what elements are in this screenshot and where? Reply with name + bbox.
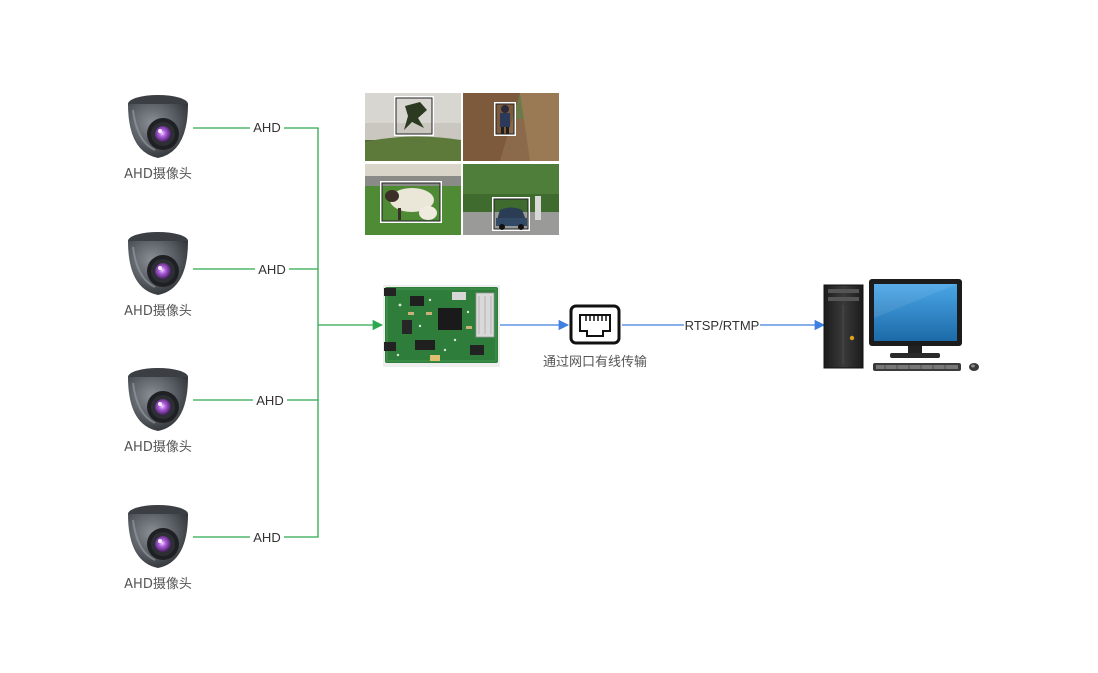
camera-label: AHD摄像头: [124, 304, 192, 319]
camera-label: AHD摄像头: [124, 167, 192, 182]
dome-camera-icon: [127, 231, 189, 296]
ethernet-port-icon: [569, 304, 621, 345]
detection-sample-image: [365, 93, 559, 235]
camera-label: AHD摄像头: [124, 577, 192, 592]
ahd-link-label: AHD: [253, 530, 280, 545]
ahd-line-1: [193, 127, 319, 325]
detection-tile-person-jump: [365, 93, 461, 161]
ahd-links: [193, 127, 384, 538]
camera-label: AHD摄像头: [124, 440, 192, 455]
ahd-link-label: AHD: [258, 262, 285, 277]
ethernet-caption: 通过网口有线传输: [543, 354, 647, 370]
stream-protocol-label: RTSP/RTMP: [685, 318, 760, 333]
camera-3: AHD AHD摄像头: [124, 367, 287, 455]
ahd-line-4: [193, 325, 319, 538]
dome-camera-icon: [127, 504, 189, 569]
ahd-link-label: AHD: [253, 120, 280, 135]
detection-tile-sheep: [365, 164, 461, 235]
dome-camera-icon: [127, 367, 189, 432]
circuit-board-icon: [383, 285, 500, 367]
desktop-computer-icon: [823, 279, 979, 371]
camera-2: AHD AHD摄像头: [124, 231, 289, 319]
detection-tile-car: [463, 164, 559, 235]
ahd-link-label: AHD: [256, 393, 283, 408]
detection-tile-person-walk: [463, 93, 559, 161]
camera-1: AHD AHD摄像头: [124, 94, 284, 182]
camera-4: AHD AHD摄像头: [124, 504, 284, 592]
dome-camera-icon: [127, 94, 189, 159]
